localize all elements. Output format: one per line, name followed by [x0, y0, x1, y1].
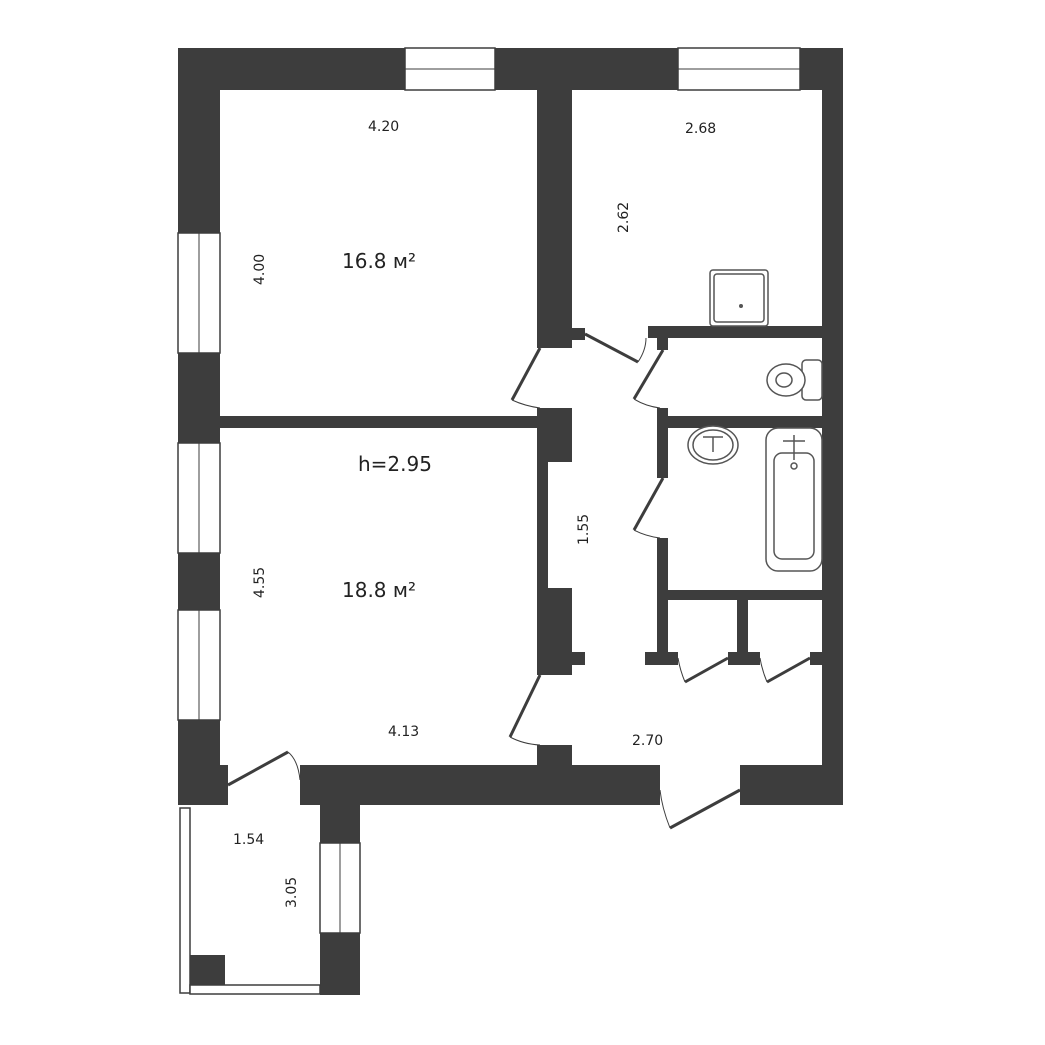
room-2-area: 18.8 м²	[342, 578, 416, 602]
room-1-width: 4.20	[368, 119, 399, 135]
bathtub-icon	[765, 427, 823, 572]
labels: 4.20 4.00 16.8 м² h=2.95 4.55 18.8 м² 4.…	[233, 119, 716, 908]
room-1-area: 16.8 м²	[342, 249, 416, 273]
windows	[177, 47, 801, 995]
toilet-icon	[766, 359, 823, 401]
balcony-depth: 3.05	[284, 877, 300, 908]
kitchen-width: 2.68	[685, 121, 716, 137]
room-1-depth: 4.00	[252, 254, 268, 285]
walls	[178, 48, 843, 995]
ceiling-height: h=2.95	[358, 452, 432, 476]
hall-width: 2.70	[632, 733, 663, 749]
kitchen-depth: 2.62	[616, 202, 632, 233]
sink-kitchen-icon	[709, 269, 769, 327]
fixtures	[687, 269, 823, 572]
room-2-depth: 4.55	[252, 567, 268, 598]
balcony-width: 1.54	[233, 832, 264, 848]
corridor-width: 1.55	[576, 514, 592, 545]
washbasin-icon	[687, 425, 739, 465]
doors	[227, 332, 811, 830]
room-2-width: 4.13	[388, 724, 419, 740]
